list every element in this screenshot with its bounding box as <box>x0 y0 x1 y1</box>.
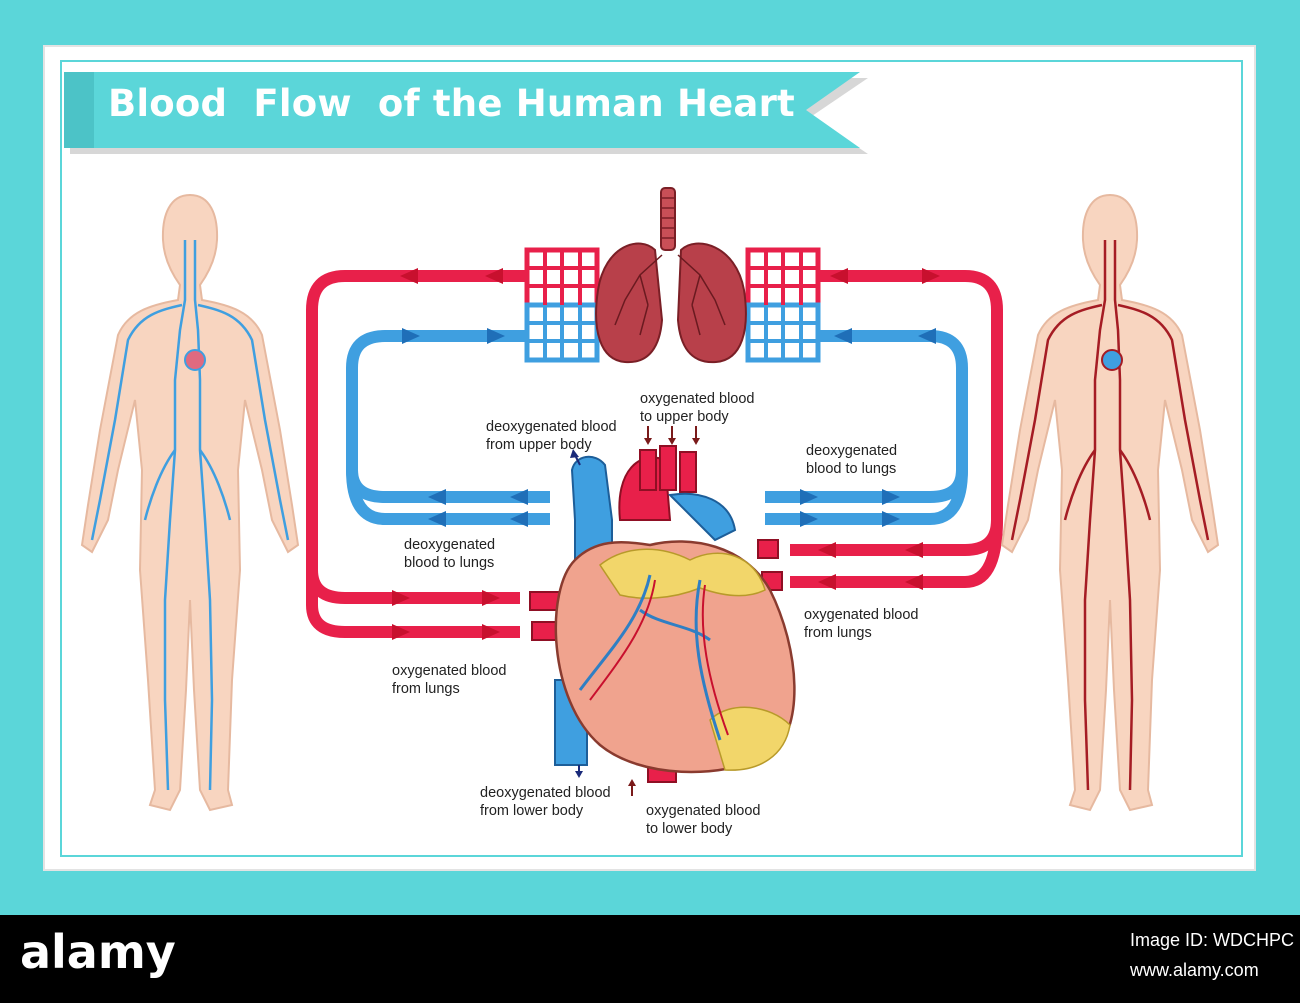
body-left-veins <box>80 193 300 812</box>
arrow-red-right-bottom-2 <box>818 542 836 558</box>
circulation-paths <box>306 268 1003 640</box>
watermark-logo: alamy <box>20 925 176 979</box>
blue-lower-path-left <box>346 469 550 525</box>
arrow-blue-left-top-1 <box>402 328 420 344</box>
heart <box>529 445 796 783</box>
label-oxy-to-upper-body: oxygenated blood to upper body <box>640 391 755 425</box>
page-title: Blood Flow of the Human Heart <box>108 82 795 125</box>
arrow-blue-right-top-2 <box>918 328 936 344</box>
label-deoxy-from-upper-body: deoxygenated blood from upper body <box>486 419 617 453</box>
watermark-bar <box>0 915 1300 1003</box>
diagram-canvas <box>64 72 1220 812</box>
title-banner <box>64 72 868 154</box>
label-oxy-from-lungs-left: oxygenated blood from lungs <box>392 663 507 697</box>
label-pointers <box>570 426 700 796</box>
arrow-red-right-bottom-1 <box>905 542 923 558</box>
arrow-blue-left-mid-2 <box>510 489 528 505</box>
arrow-blue-left-top-2 <box>487 328 505 344</box>
arrow-red-right-top-1 <box>830 268 848 284</box>
arrow-blue-right-mid-4 <box>882 511 900 527</box>
red-lower-path-right <box>790 519 1003 588</box>
lung-capillary-left <box>524 247 600 363</box>
arrow-red-left-bottom-3 <box>392 624 410 640</box>
arrow-red-right-bottom-3 <box>905 574 923 590</box>
lung-capillary-right <box>745 247 821 363</box>
blue-inner-loop-right <box>765 330 968 503</box>
arrow-red-left-bottom-2 <box>482 590 500 606</box>
label-deoxy-to-lungs-right: deoxygenated blood to lungs <box>806 443 898 477</box>
arrow-blue-right-top-1 <box>834 328 852 344</box>
arrow-red-left-bottom-4 <box>482 624 500 640</box>
blue-lower-path-right <box>765 469 968 525</box>
arrow-red-right-bottom-4 <box>818 574 836 590</box>
label-deoxy-from-lower-body: deoxygenated blood from lower body <box>480 785 611 819</box>
label-deoxy-to-lungs-left: deoxygenated blood to lungs <box>404 537 496 571</box>
lungs <box>595 187 747 364</box>
red-lower-path-left <box>306 560 520 638</box>
label-oxy-to-lower-body: oxygenated blood to lower body <box>646 803 761 837</box>
body-right-arteries <box>1000 193 1220 812</box>
watermark-image-id: Image ID: WDCHPC <box>1130 930 1295 950</box>
arrow-red-left-top-1 <box>400 268 418 284</box>
arrow-red-left-top-2 <box>485 268 503 284</box>
arrow-blue-left-mid-3 <box>428 511 446 527</box>
arrow-blue-right-mid-3 <box>800 511 818 527</box>
arrow-blue-right-mid-1 <box>800 489 818 505</box>
arrow-red-right-top-2 <box>922 268 940 284</box>
arrow-red-left-bottom-1 <box>392 590 410 606</box>
arrow-blue-left-mid-4 <box>510 511 528 527</box>
watermark-url: www.alamy.com <box>1130 960 1259 980</box>
label-oxy-from-lungs-right: oxygenated blood from lungs <box>804 607 919 641</box>
blue-inner-loop-left <box>346 330 550 503</box>
arrow-blue-right-mid-2 <box>882 489 900 505</box>
red-outer-loop-right <box>790 270 1003 556</box>
arrow-blue-left-mid-1 <box>428 489 446 505</box>
red-outer-loop-left <box>306 270 527 604</box>
